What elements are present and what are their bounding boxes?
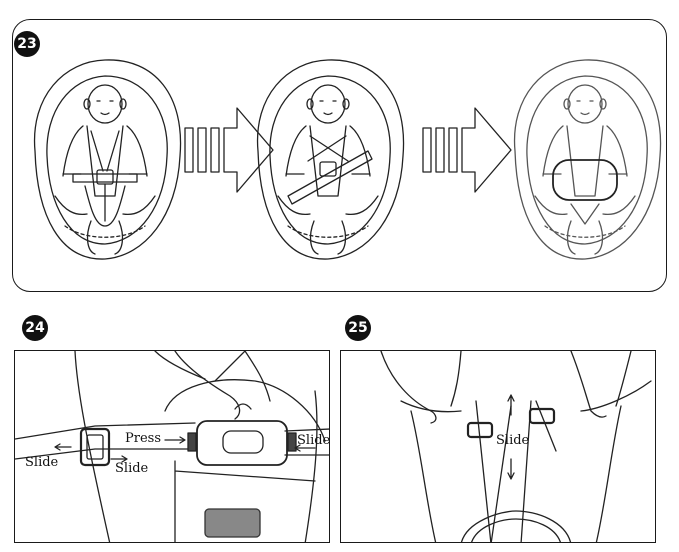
slide-label-center: Slide	[115, 461, 149, 476]
bouncer-harnessed	[33, 59, 182, 260]
step-24-badge: 24	[22, 315, 48, 341]
hollow-right-arrow-icon	[422, 107, 512, 193]
step-25-panel: Slide	[340, 350, 656, 543]
hollow-right-arrow-icon	[184, 107, 274, 193]
step-23-illustration	[33, 59, 662, 260]
bouncer-straps-lifted	[256, 59, 405, 260]
step-23-badge: 23	[14, 31, 40, 57]
bouncer-pad-attached	[513, 59, 662, 260]
slide-label: Slide	[496, 433, 530, 448]
step-25-illustration	[380, 351, 652, 542]
slide-label-left: Slide	[25, 455, 59, 470]
step-25-badge: 25	[345, 315, 371, 341]
step-24-panel: Slide Slide Press Slide	[14, 350, 330, 543]
step-24-illustration	[15, 351, 329, 542]
step-23-panel	[12, 19, 667, 292]
slide-label-right: Slide	[297, 433, 330, 448]
press-label: Press	[125, 431, 161, 446]
